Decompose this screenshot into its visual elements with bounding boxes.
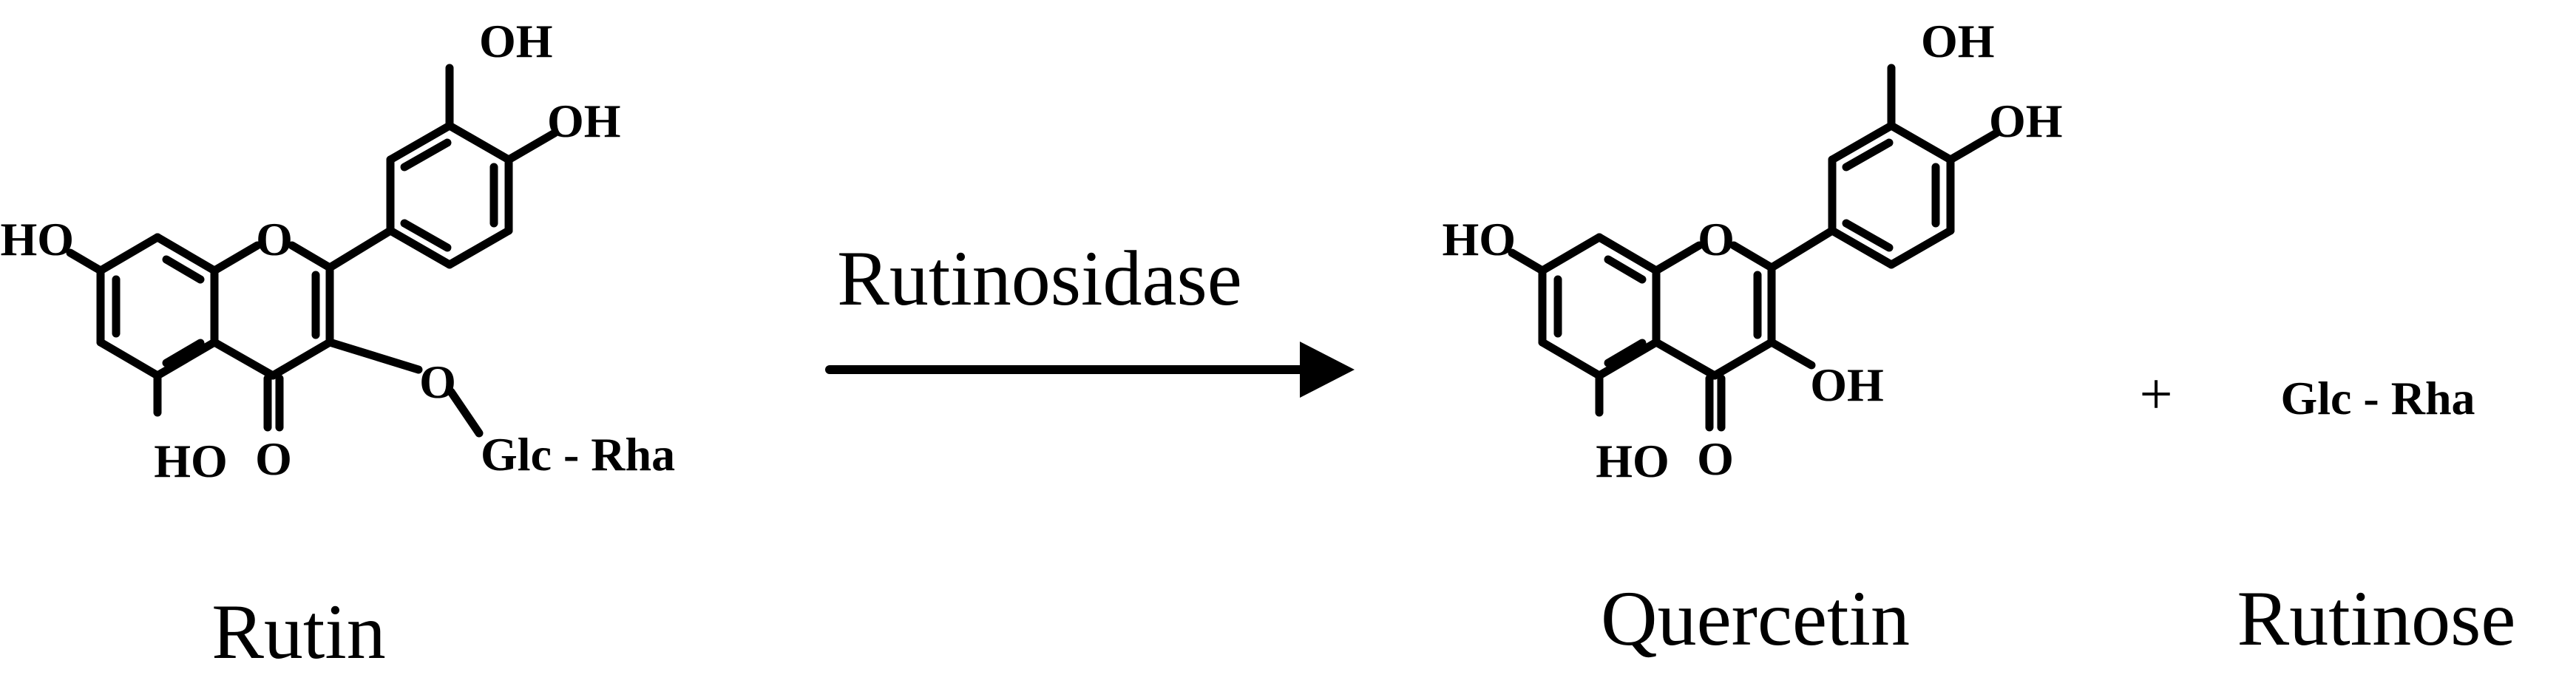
- quercetin-3-hydroxyl: OH: [1810, 359, 1884, 411]
- rutin-5-hydroxyl: HO: [154, 435, 228, 487]
- quercetin-carbonyl-oxygen: O: [1697, 432, 1734, 485]
- quercetin-7-hydroxyl: HO: [1442, 213, 1516, 265]
- rutinose-name: Rutinose: [2237, 575, 2516, 662]
- rutin-carbonyl-oxygen: O: [255, 432, 292, 485]
- quercetin-5-hydroxyl: HO: [1596, 435, 1670, 487]
- quercetin-4p-hydroxyl: OH: [1989, 95, 2063, 147]
- rutin-c3-o-bond: [325, 338, 423, 374]
- quercetin-c3-oh-bond: [1767, 338, 1816, 370]
- enzyme-label: Rutinosidase: [837, 235, 1242, 322]
- quercetin-name: Quercetin: [1601, 575, 1910, 662]
- rutin-7-hydroxyl: HO: [0, 213, 74, 265]
- quercetin-flavone-skeleton: [1512, 68, 1996, 427]
- quercetin-structure: O O OH OH OH HO HO: [1442, 15, 2062, 487]
- rutin-ring-oxygen: O: [256, 213, 293, 265]
- rutin-4p-hydroxyl: OH: [547, 95, 621, 147]
- rutin-name: Rutin: [211, 588, 386, 675]
- rutin-flavone-skeleton: [70, 68, 555, 427]
- quercetin-3p-hydroxyl: OH: [1921, 15, 1995, 67]
- rutin-glycosidic-oxygen: O: [419, 356, 456, 408]
- rutinose-formula: Glc - Rha: [2280, 372, 2475, 424]
- quercetin-ring-oxygen: O: [1698, 213, 1735, 265]
- plus-sign: +: [2139, 362, 2172, 427]
- rutin-structure: O O O OH OH HO HO Glc - Rha: [0, 15, 675, 487]
- rutin-sugar-label: Glc - Rha: [481, 428, 675, 481]
- rutin-o-sugar-bond: [447, 387, 484, 438]
- rutin-3p-hydroxyl: OH: [479, 15, 553, 67]
- reaction-arrow: [825, 342, 1355, 398]
